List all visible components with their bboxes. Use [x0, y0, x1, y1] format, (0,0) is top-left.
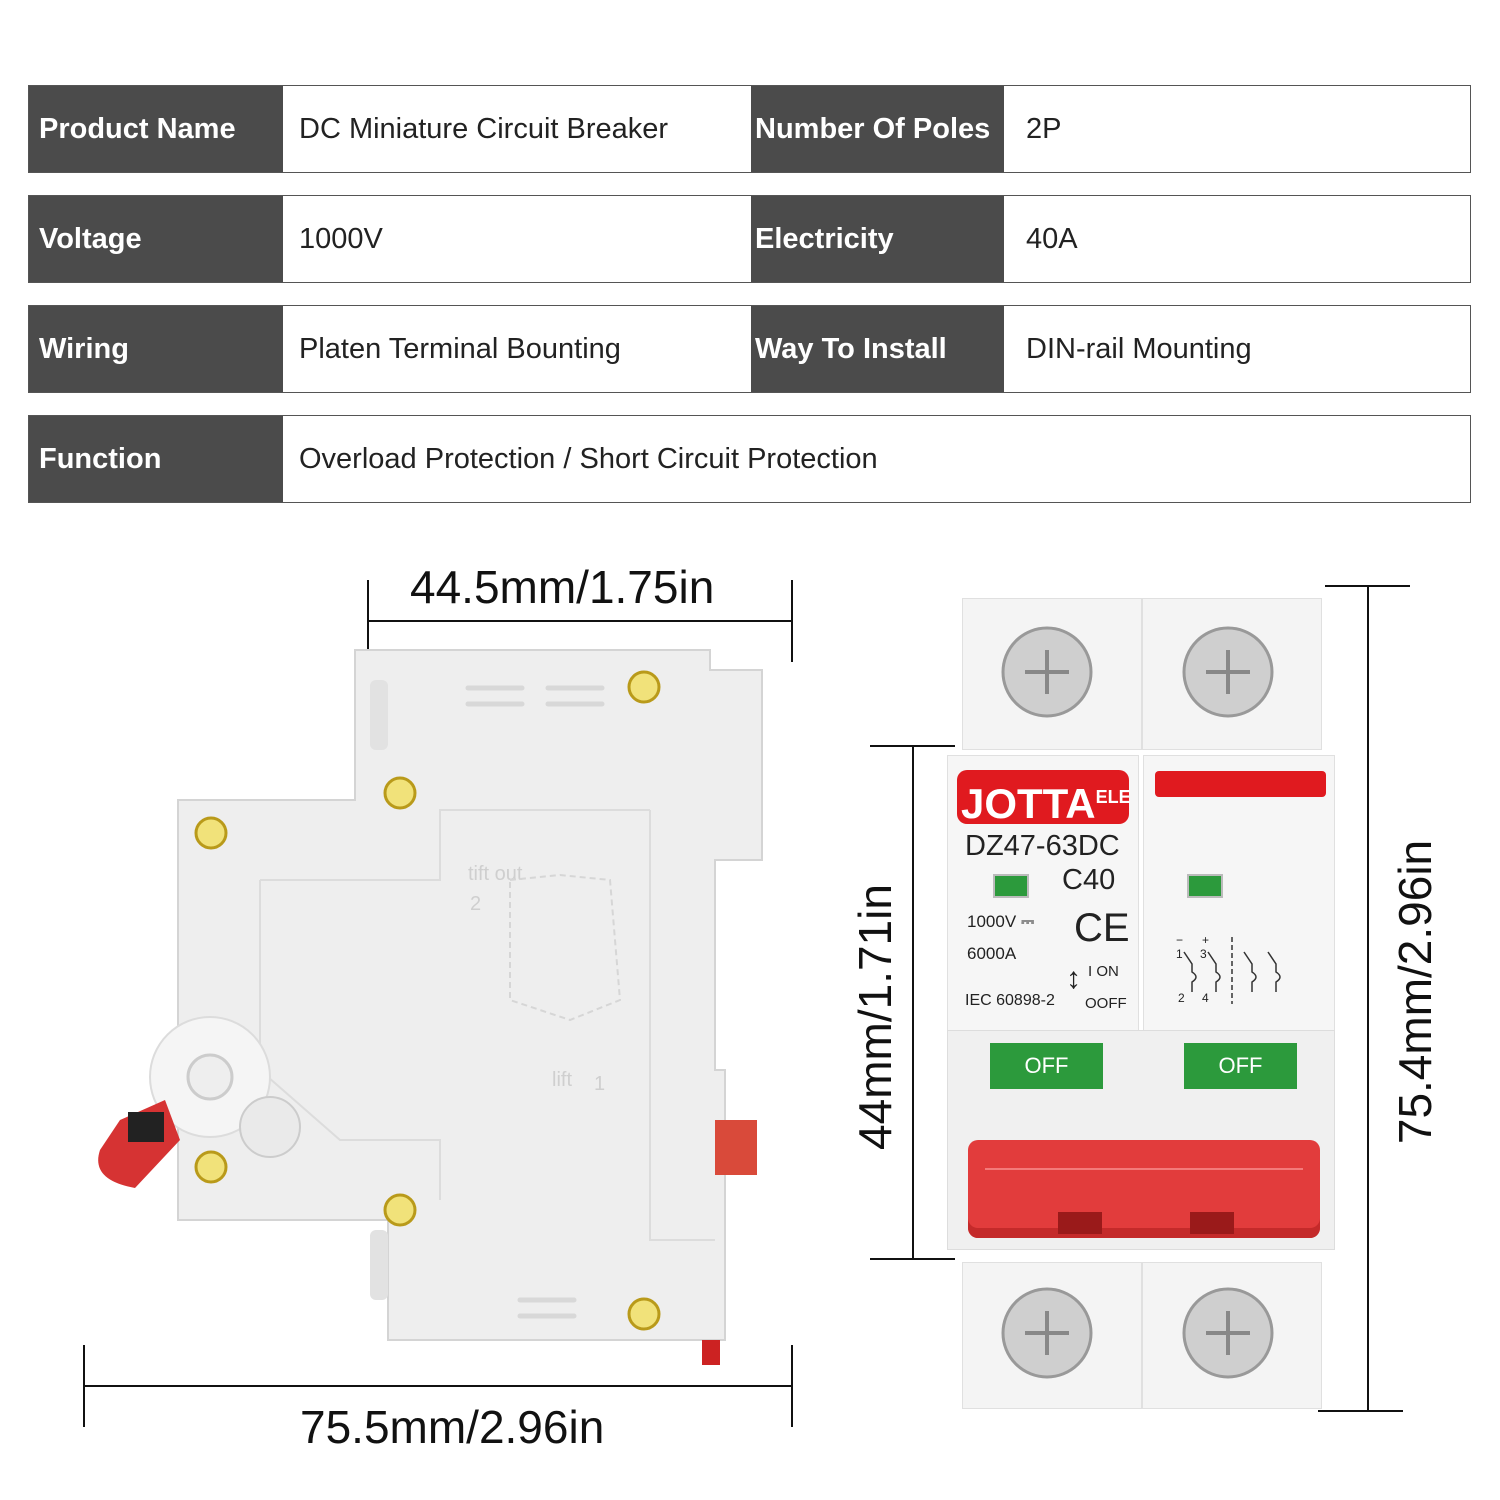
svg-text:−: −: [1176, 933, 1183, 947]
dimension-line: [367, 620, 793, 622]
embossed-text: lift: [552, 1069, 572, 1091]
breaker-side-view: tift out 2 lift 1: [98, 649, 763, 1365]
height-dimension-label: 75.4mm/2.96in: [1389, 839, 1441, 1145]
switch-state-indicator: OFF: [990, 1043, 1103, 1089]
spec-value: DC Miniature Circuit Breaker: [283, 86, 751, 172]
dimension-tick: [1318, 1410, 1403, 1412]
indicator-window: [1187, 874, 1223, 898]
embossed-text: 1: [594, 1073, 605, 1095]
dimension-line: [83, 1385, 793, 1387]
length-dimension-label: 75.5mm/2.96in: [300, 1401, 605, 1453]
embossed-text: tift out: [468, 863, 523, 885]
on-text: I ON: [1088, 963, 1119, 980]
spec-value: 1000V: [283, 196, 751, 282]
depth-dimension-label: 44.5mm/1.75in: [410, 561, 715, 613]
spec-value: 2P: [1004, 86, 1470, 172]
embossed-text: 2: [470, 893, 481, 915]
rating-text: C40: [1062, 864, 1116, 896]
spec-label: Way To Install: [751, 306, 1004, 392]
spec-value: 40A: [1004, 196, 1470, 282]
spec-value: DIN-rail Mounting: [1004, 306, 1470, 392]
svg-text:1: 1: [1176, 947, 1183, 961]
spec-label: Function: [29, 416, 283, 502]
svg-text:+: +: [1202, 933, 1209, 947]
svg-text:3: 3: [1200, 947, 1207, 961]
spec-label: Voltage: [29, 196, 283, 282]
switch-state-indicator: OFF: [1184, 1043, 1297, 1089]
dimension-line: [1367, 585, 1369, 1412]
brand-logo: JOTTAELE: [957, 770, 1131, 827]
off-text: OOFF: [1085, 995, 1127, 1012]
spec-row: Product Name DC Miniature Circuit Breake…: [28, 85, 1471, 173]
spec-label: Number Of Poles: [751, 86, 1004, 172]
model-text: DZ47-63DC: [965, 830, 1120, 862]
svg-text:4: 4: [1202, 991, 1209, 1005]
ce-mark: CE: [1074, 906, 1130, 950]
dimension-line: [912, 745, 914, 1260]
spec-value: Platen Terminal Bounting: [283, 306, 751, 392]
red-label-strip: [1155, 771, 1326, 797]
capacity-text: 6000A: [967, 944, 1017, 963]
spec-label: Product Name: [29, 86, 283, 172]
spec-label: Wiring: [29, 306, 283, 392]
circuit-diagram-icon: − + 1 3 2 4: [1176, 933, 1281, 1005]
standard-text: IEC 60898-2: [965, 992, 1055, 1009]
on-off-arrow-icon: ↕: [1066, 962, 1081, 995]
voltage-text: 1000V ⎓: [967, 912, 1035, 931]
svg-text:2: 2: [1178, 991, 1185, 1005]
spec-row: Wiring Platen Terminal Bounting Way To I…: [28, 305, 1471, 393]
toggle-handle[interactable]: [968, 1140, 1320, 1238]
spec-row: Voltage 1000V Electricity 40A: [28, 195, 1471, 283]
spec-label: Electricity: [751, 196, 1004, 282]
spec-value: Overload Protection / Short Circuit Prot…: [283, 416, 1470, 502]
rivet-icon: [194, 670, 661, 1331]
indicator-window: [993, 874, 1029, 898]
spec-row: Function Overload Protection / Short Cir…: [28, 415, 1471, 503]
front-height-dimension-label: 44mm/1.71in: [849, 884, 901, 1150]
